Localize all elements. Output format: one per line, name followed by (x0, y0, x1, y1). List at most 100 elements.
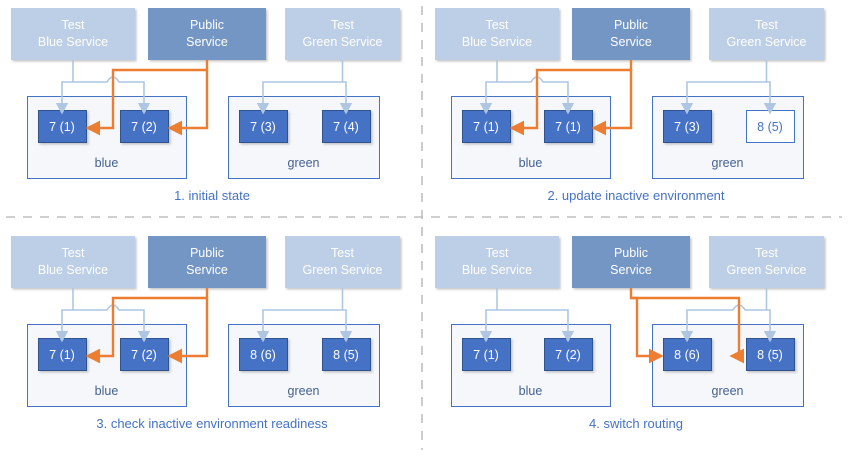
node-rect (462, 110, 511, 143)
service-label-line2: Blue Service (462, 263, 532, 277)
service-label-line1: Test (331, 246, 354, 260)
connector-test-blue-to-node2 (497, 309, 575, 343)
environment-label-green: green (712, 384, 744, 398)
node-green-1[interactable]: 7 (3) (663, 110, 712, 143)
node-blue-1[interactable]: 7 (1) (462, 110, 511, 143)
environment-label-green: green (288, 384, 320, 398)
service-label-line2: Service (610, 263, 652, 277)
service-label-line1: Test (755, 246, 778, 260)
service-box-rect (435, 236, 559, 288)
node-green-2[interactable]: 7 (4) (322, 110, 371, 143)
service-box-rect (572, 8, 690, 60)
node-blue-1[interactable]: 7 (1) (462, 338, 511, 371)
service-box-rect (148, 8, 266, 60)
service-box-rect (435, 8, 559, 60)
node-label: 7 (1) (473, 120, 499, 134)
public-route-to-blue-node2 (167, 70, 209, 136)
node-label: 8 (5) (757, 120, 783, 134)
node-label: 7 (2) (131, 120, 157, 134)
node-rect (746, 338, 795, 371)
panel-caption-panel-4: 4. switch routing (589, 416, 683, 431)
public-routing-blue (85, 288, 209, 364)
node-green-1[interactable]: 7 (3) (239, 110, 288, 143)
service-label-line2: Service (610, 35, 652, 49)
node-rect (239, 338, 288, 371)
service-label-line1: Test (331, 18, 354, 32)
service-label-line2: Green Service (727, 35, 807, 49)
node-label: 7 (3) (674, 120, 700, 134)
node-label: 7 (3) (250, 120, 276, 134)
node-green-2[interactable]: 8 (5) (322, 338, 371, 371)
service-box-rect (709, 236, 824, 288)
node-rect (462, 338, 511, 371)
panel-caption-panel-3: 3. check inactive environment readiness (96, 416, 328, 431)
service-label-line2: Green Service (303, 35, 383, 49)
node-blue-2[interactable]: 7 (2) (544, 338, 593, 371)
node-rect (663, 110, 712, 143)
node-blue-2[interactable]: 7 (2) (120, 110, 169, 143)
service-label-line2: Blue Service (38, 263, 108, 277)
node-green-2[interactable]: 8 (5) (746, 110, 795, 143)
connector-test-blue-to-node1 (479, 81, 497, 115)
service-label-line1: Test (62, 18, 85, 32)
node-label: 8 (5) (333, 348, 359, 362)
node-rect (544, 110, 593, 143)
node-green-1[interactable]: 8 (6) (239, 338, 288, 371)
node-rect (38, 338, 87, 371)
node-green-1[interactable]: 8 (6) (663, 338, 712, 371)
service-label-line2: Blue Service (38, 35, 108, 49)
public-route-to-blue-node1 (509, 60, 633, 136)
service-box-rect (11, 236, 135, 288)
public-routing-blue (85, 60, 209, 136)
service-label-line1: Test (755, 18, 778, 32)
node-blue-1[interactable]: 7 (1) (38, 338, 87, 371)
service-label-line2: Blue Service (462, 35, 532, 49)
node-blue-1[interactable]: 7 (1) (38, 110, 87, 143)
service-box-rect (11, 8, 135, 60)
service-label-line2: Green Service (303, 263, 383, 277)
connector-test-green-to-node1 (256, 309, 343, 343)
service-label-line1: Test (486, 246, 509, 260)
node-blue-2[interactable]: 7 (1) (544, 110, 593, 143)
environment-label-blue: blue (519, 384, 543, 398)
connector-test-blue-to-node1 (55, 309, 73, 343)
node-label: 7 (1) (473, 348, 499, 362)
connector-test-green-to-node1 (680, 81, 767, 115)
service-label-line1: Public (614, 18, 648, 32)
connector-test-green-to-node2 (763, 309, 777, 343)
connector-test-blue-to-node1 (55, 81, 73, 115)
node-rect (322, 110, 371, 143)
node-blue-2[interactable]: 7 (2) (120, 338, 169, 371)
environment-blue: blue 7 (1) 7 (2) (451, 324, 611, 407)
node-green-2[interactable]: 8 (5) (746, 338, 795, 371)
environment-label-blue: blue (519, 156, 543, 170)
service-label-line1: Public (614, 246, 648, 260)
service-label-line1: Test (486, 18, 509, 32)
service-label-line2: Service (186, 35, 228, 49)
service-label-line2: Green Service (727, 263, 807, 277)
node-label: 7 (1) (555, 120, 581, 134)
